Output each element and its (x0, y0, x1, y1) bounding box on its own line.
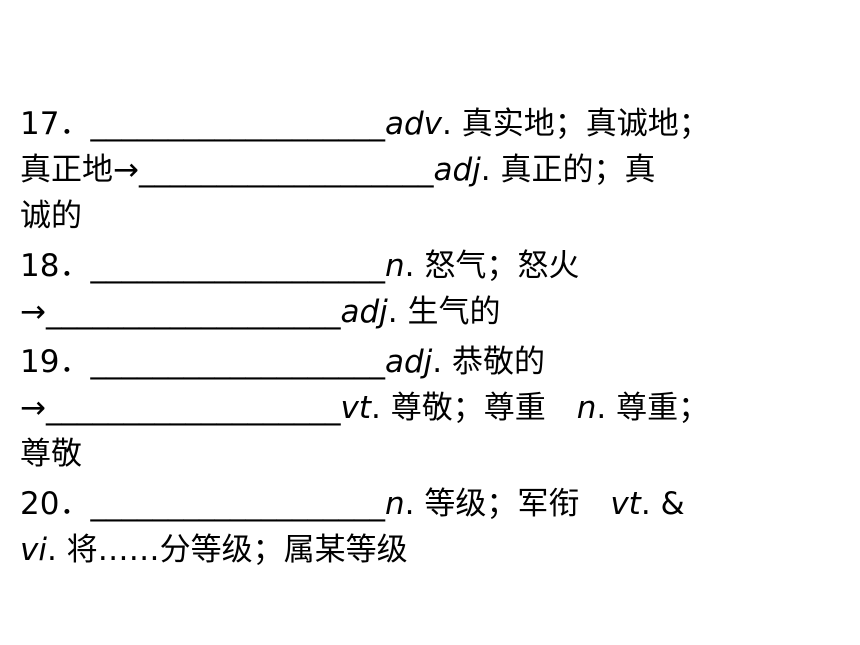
vocab-item-20: 20．___________________n. 等级；军衔 vt. & vi.… (20, 481, 860, 573)
part-of-speech: vi (20, 532, 47, 568)
part-of-speech: adj (433, 152, 481, 188)
item-number: 17． (20, 106, 91, 142)
definition: 尊敬 (20, 436, 82, 472)
lead-text: 真正地→ (20, 152, 139, 188)
part-of-speech-2: vt (610, 486, 641, 522)
definition: . 真实地；真诚地； (441, 106, 710, 142)
part-of-speech: adv (384, 106, 442, 142)
definition: . 怒气；怒火 (404, 248, 580, 284)
part-of-speech: vt (340, 390, 371, 426)
lead-text: → (20, 390, 46, 426)
item-number: 20． (20, 486, 91, 522)
definition: . 尊敬；尊重 (371, 390, 577, 426)
definition-2: . 尊重； (596, 390, 710, 426)
item-line: 诚的 (20, 193, 860, 239)
item-line: vi. 将……分等级；属某等级 (20, 527, 860, 573)
item-line: →___________________vt. 尊敬；尊重 n. 尊重； (20, 385, 860, 431)
answer-blank[interactable]: ___________________ (90, 248, 385, 284)
vocab-item-18: 18．___________________n. 怒气；怒火 →________… (20, 243, 860, 335)
answer-blank[interactable]: ___________________ (90, 106, 385, 142)
part-of-speech: n (384, 486, 405, 522)
lead-text: → (20, 294, 46, 330)
part-of-speech: adj (340, 294, 388, 330)
item-number: 18． (20, 248, 91, 284)
item-line: 19．___________________adj. 恭敬的 (20, 339, 860, 385)
definition: 诚的 (20, 198, 82, 234)
definition: . 恭敬的 (432, 344, 545, 380)
answer-blank[interactable]: ___________________ (45, 294, 341, 330)
definition: . 生气的 (387, 294, 501, 330)
answer-blank[interactable]: ___________________ (90, 486, 385, 522)
definition-2: . & (640, 486, 685, 522)
vocab-item-19: 19．___________________adj. 恭敬的 →________… (20, 339, 860, 477)
part-of-speech: n (384, 248, 405, 284)
part-of-speech-2: n (576, 390, 597, 426)
item-line: 17．___________________adv. 真实地；真诚地； (20, 101, 860, 147)
item-line: →___________________adj. 生气的 (20, 289, 860, 335)
item-line: 真正地→___________________adj. 真正的；真 (20, 147, 860, 193)
item-line: 尊敬 (20, 431, 860, 477)
definition: . 将……分等级；属某等级 (46, 532, 408, 568)
item-line: 18．___________________n. 怒气；怒火 (20, 243, 860, 289)
vocab-item-17: 17．___________________adv. 真实地；真诚地； 真正地→… (20, 101, 860, 239)
answer-blank[interactable]: ___________________ (138, 152, 434, 188)
part-of-speech: adj (384, 344, 433, 380)
definition: . 等级；军衔 (404, 486, 611, 522)
answer-blank[interactable]: ___________________ (45, 390, 341, 426)
answer-blank[interactable]: ___________________ (90, 344, 385, 380)
definition: . 真正的；真 (480, 152, 656, 188)
vocabulary-exercise: 17．___________________adv. 真实地；真诚地； 真正地→… (20, 101, 860, 573)
item-number: 19． (20, 344, 91, 380)
item-line: 20．___________________n. 等级；军衔 vt. & (20, 481, 860, 527)
